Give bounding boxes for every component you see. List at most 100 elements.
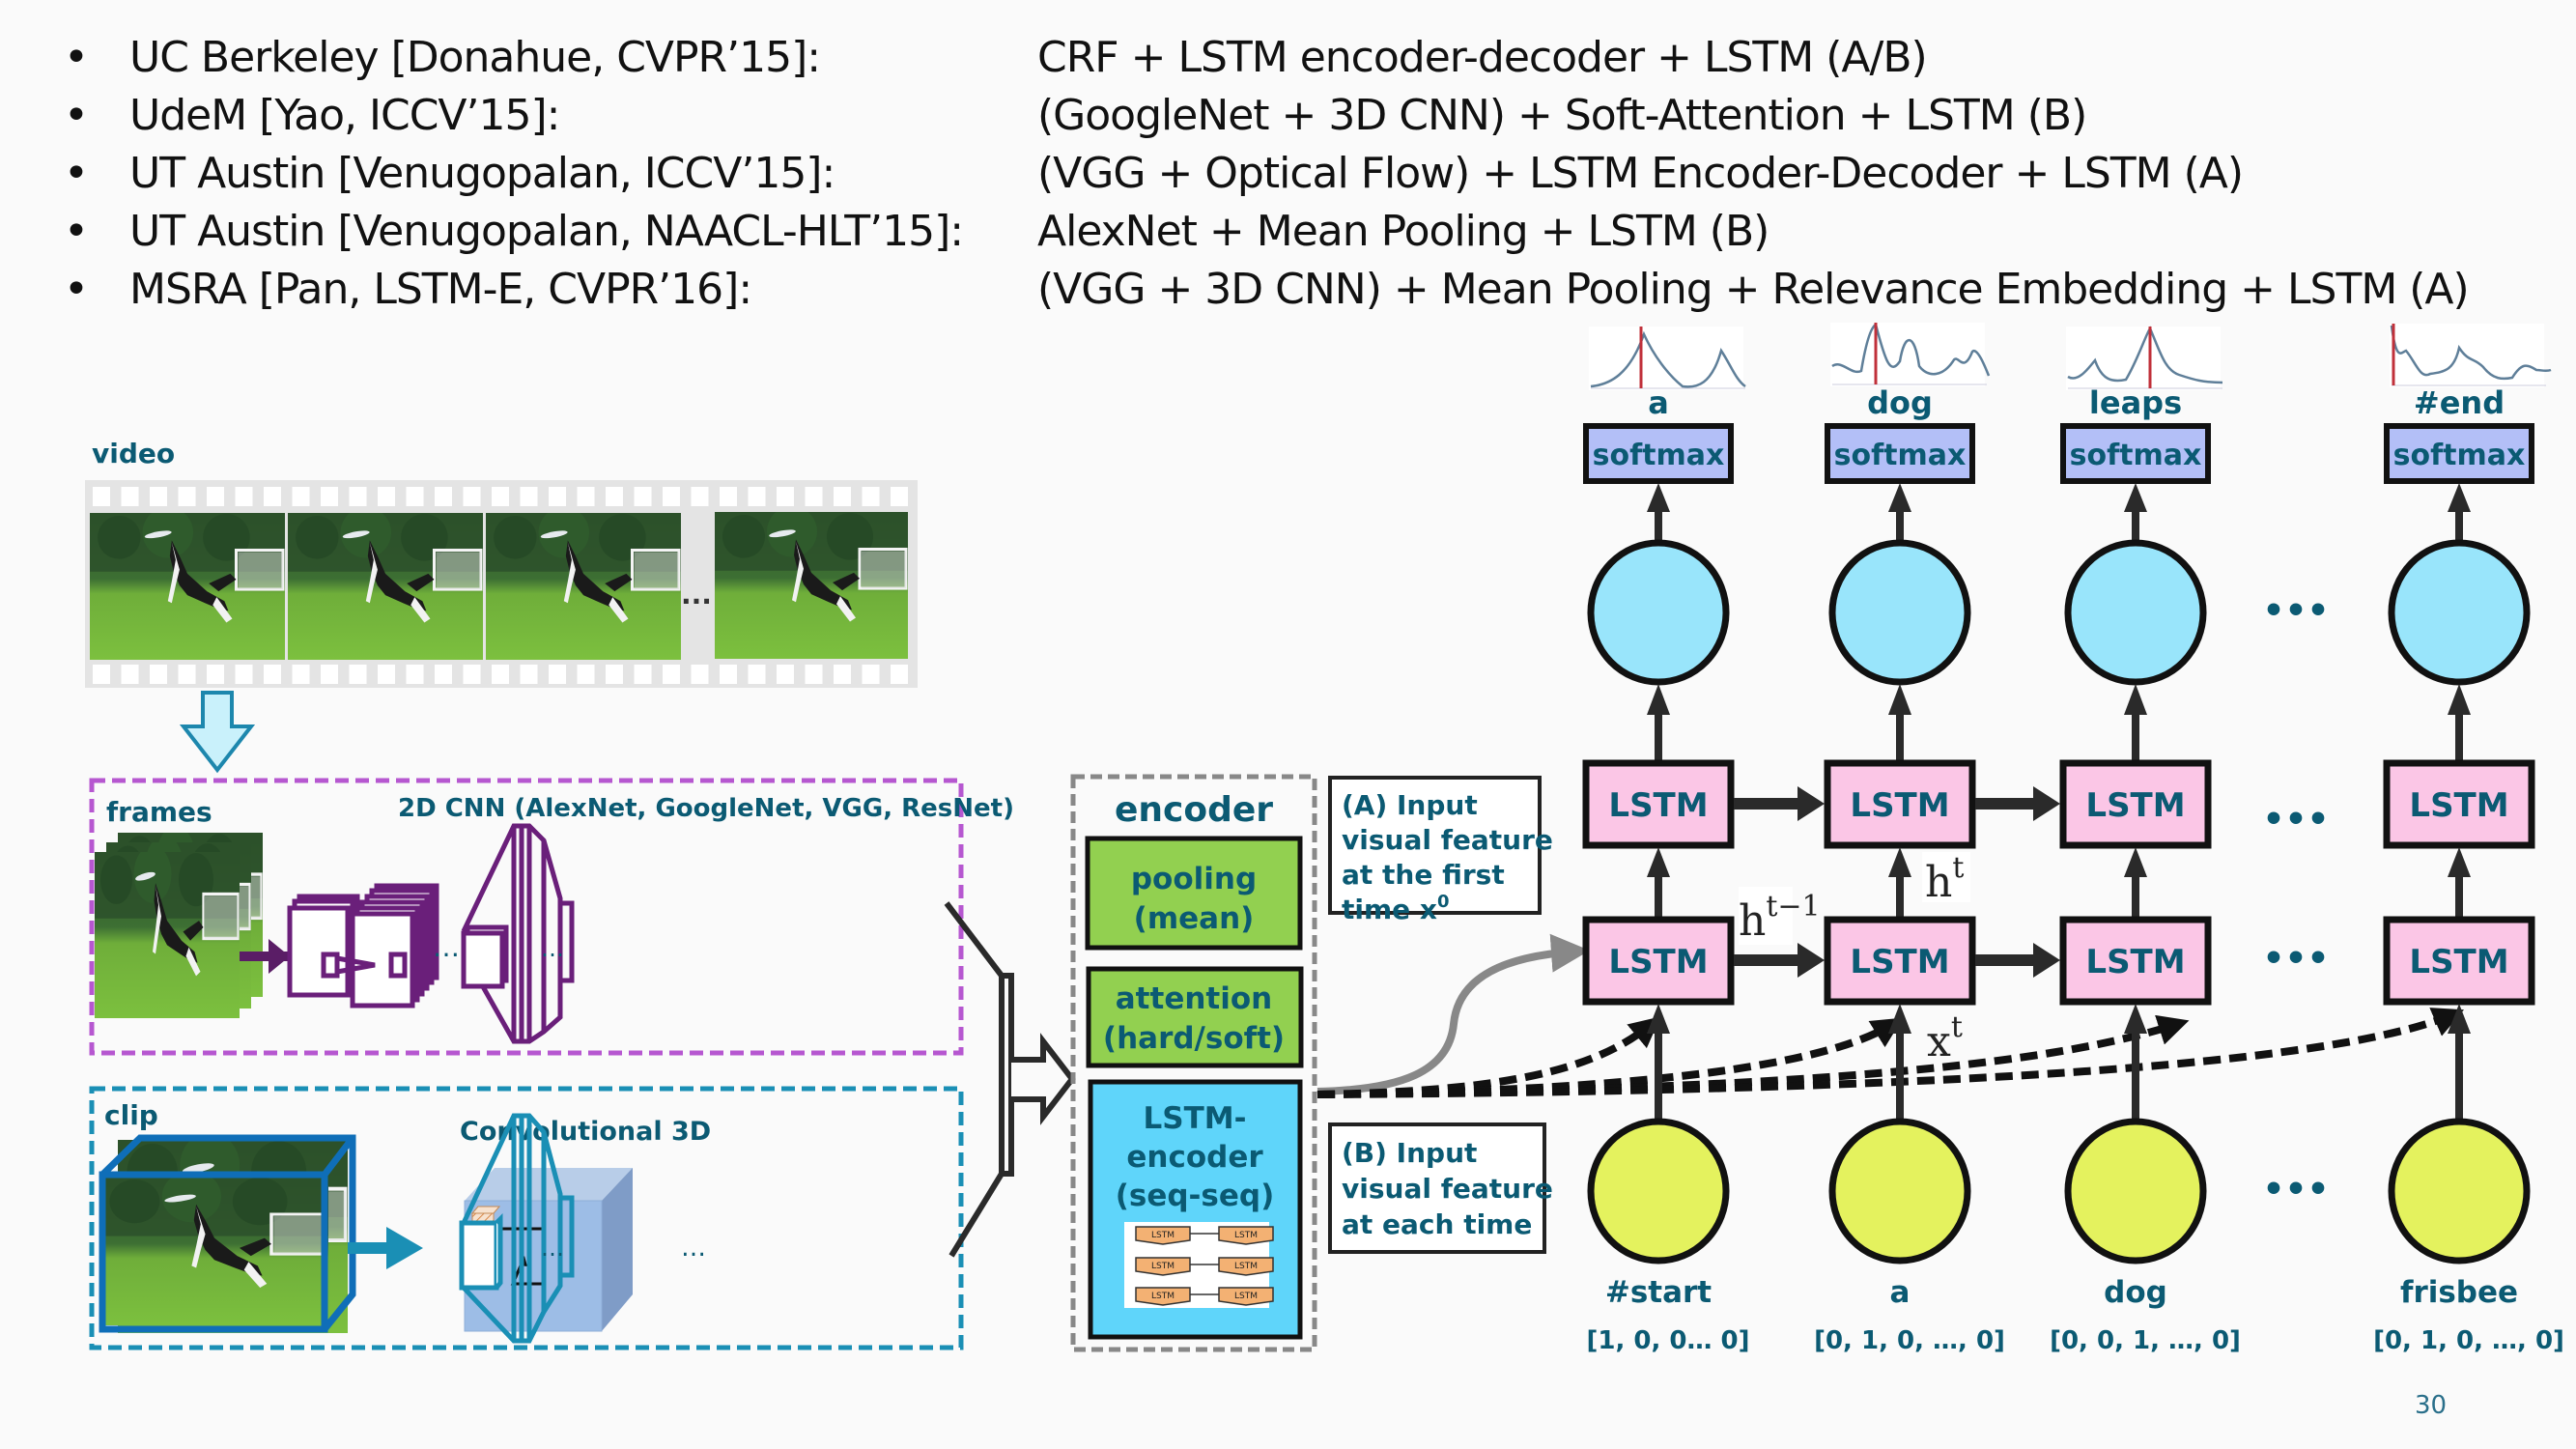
sprocket-hole [321,665,338,684]
sprocket-hole [435,665,452,684]
sprocket-hole [691,487,709,506]
input-word-node [1587,1118,1730,1264]
lstm-encoder-block: LSTM- encoder (seq-seq) LSTMLSTMLSTMLSTM… [1088,1079,1303,1340]
sprocket-hole [663,665,680,684]
lstm-encoder-sub-label: (seq-seq) [1116,1179,1275,1213]
lstm-label: LSTM [1850,943,1949,981]
sequence-ellipsis: ••• [2262,1170,2329,1209]
arrow-head-icon [1888,684,1911,715]
mini-lstm-cell: LSTM [1218,1226,1274,1245]
bullet-item: •UT Austin [Venugopalan, ICCV’15]:(VGG +… [58,145,2469,203]
sprocket-hole [805,487,823,506]
arrow-head-icon [1798,943,1825,978]
sprocket-hole [520,487,538,506]
x-cur-label: xt [1927,1010,1963,1066]
distribution-curve [1590,330,1746,388]
softmax-box [1825,423,1975,484]
sequence-ellipsis: ••• [2262,591,2329,631]
cnn2d-ellipsis: … [433,931,460,963]
sprocket-hole [150,487,167,506]
h-prev-label: ht−1 [1739,887,1821,946]
arrow-head-icon [1647,483,1670,512]
mini-lstm-label: LSTM [1151,1231,1175,1240]
bullet-item: •UC Berkeley [Donahue, CVPR’15]:CRF + LS… [58,29,2469,87]
bullet-dot: • [64,265,89,314]
sprocket-hole [549,487,566,506]
sprocket-hole [606,665,623,684]
mini-lstm-label: LSTM [1234,1231,1258,1240]
output-word: leaps [2089,384,2182,421]
down-arrow-icon [179,691,256,774]
lstm-cell-top [1582,759,1735,849]
mini-lstm-label: LSTM [1151,1262,1175,1271]
hidden-state-node [1828,539,1971,686]
softmax-box [2384,423,2534,484]
sprocket-hole [777,487,794,506]
sprocket-hole [207,665,224,684]
lstm-cell-bottom [1824,916,1976,1006]
lstm-label: LSTM [2085,943,2185,981]
mode-a-box: (A) Input visual feature at the first ti… [1328,776,1553,925]
arrow-head-icon [2033,786,2060,821]
sprocket-hole [406,665,424,684]
sprocket-hole [691,665,709,684]
sprocket-hole [321,487,338,506]
mini-lstm-cell: LSTM [1218,1287,1274,1306]
sprocket-hole [235,487,253,506]
mode-a-line: at the first [1342,859,1505,891]
input-word-node [2064,1118,2207,1264]
sprocket-hole [606,487,623,506]
arrow-head-icon [2448,1004,2471,1034]
sprocket-hole [178,487,196,506]
video-frame [715,512,908,659]
sprocket-hole [292,487,310,506]
bullet-source: UT Austin [Venugopalan, ICCV’15]: [129,149,835,198]
arrow-head-icon [386,1227,423,1269]
lstm-cell-top [1824,759,1976,849]
c3d-funnel [459,1113,575,1344]
arrow-head-icon [2124,684,2147,715]
lstm-label: LSTM [1608,786,1708,825]
mini-lstm-cell: LSTM [1135,1257,1191,1276]
arrow-head-icon [1647,1004,1670,1034]
sprocket-hole [834,487,851,506]
lstm-cell-top [2059,759,2212,849]
c3d-inner-ellipsis: … [541,1235,564,1262]
bullet-dot: • [64,207,89,256]
bullet-item: •UT Austin [Venugopalan, NAACL-HLT’15]:A… [58,203,2469,261]
lstm-cell-bottom [1582,916,1735,1006]
mini-lstm-cell: LSTM [1218,1257,1274,1276]
method-bullet-list: •UC Berkeley [Donahue, CVPR’15]:CRF + LS… [58,29,2470,319]
sprocket-hole [862,487,880,506]
arrow-head-icon [2448,483,2471,512]
mode-b-line: (B) Input [1342,1137,1477,1169]
bullet-dot: • [64,33,89,82]
sprocket-hole [891,487,908,506]
c3d-title: Convolutional 3D [460,1117,711,1147]
bullet-dot: • [64,91,89,140]
softmax-label: softmax [1834,439,1967,472]
arrow-head-icon [1888,1004,1911,1034]
clip-cube [99,1134,356,1333]
bullet-item: •MSRA [Pan, LSTM-E, CVPR’16]:(VGG + 3D C… [58,261,2470,319]
clip-label: clip [104,1099,158,1131]
arrow-head-icon [1647,684,1670,715]
cnn2d-layers [287,883,439,1009]
bullet-method: (VGG + Optical Flow) + LSTM Encoder-Deco… [1037,149,2244,198]
input-word: dog [2104,1275,2167,1310]
distribution-curve [1831,323,1991,377]
hidden-state-node [2388,539,2531,686]
mode-a-line: time x0 [1342,892,1450,925]
mode-b-box: (B) Input visual feature at each time [1328,1122,1553,1254]
softmax-box [2060,423,2211,484]
video-label: video [92,438,175,469]
arrow-head-icon [2033,943,2060,978]
input-word: #start [1605,1275,1712,1310]
arrow-head-icon [269,939,290,974]
sprocket-hole [862,665,880,684]
